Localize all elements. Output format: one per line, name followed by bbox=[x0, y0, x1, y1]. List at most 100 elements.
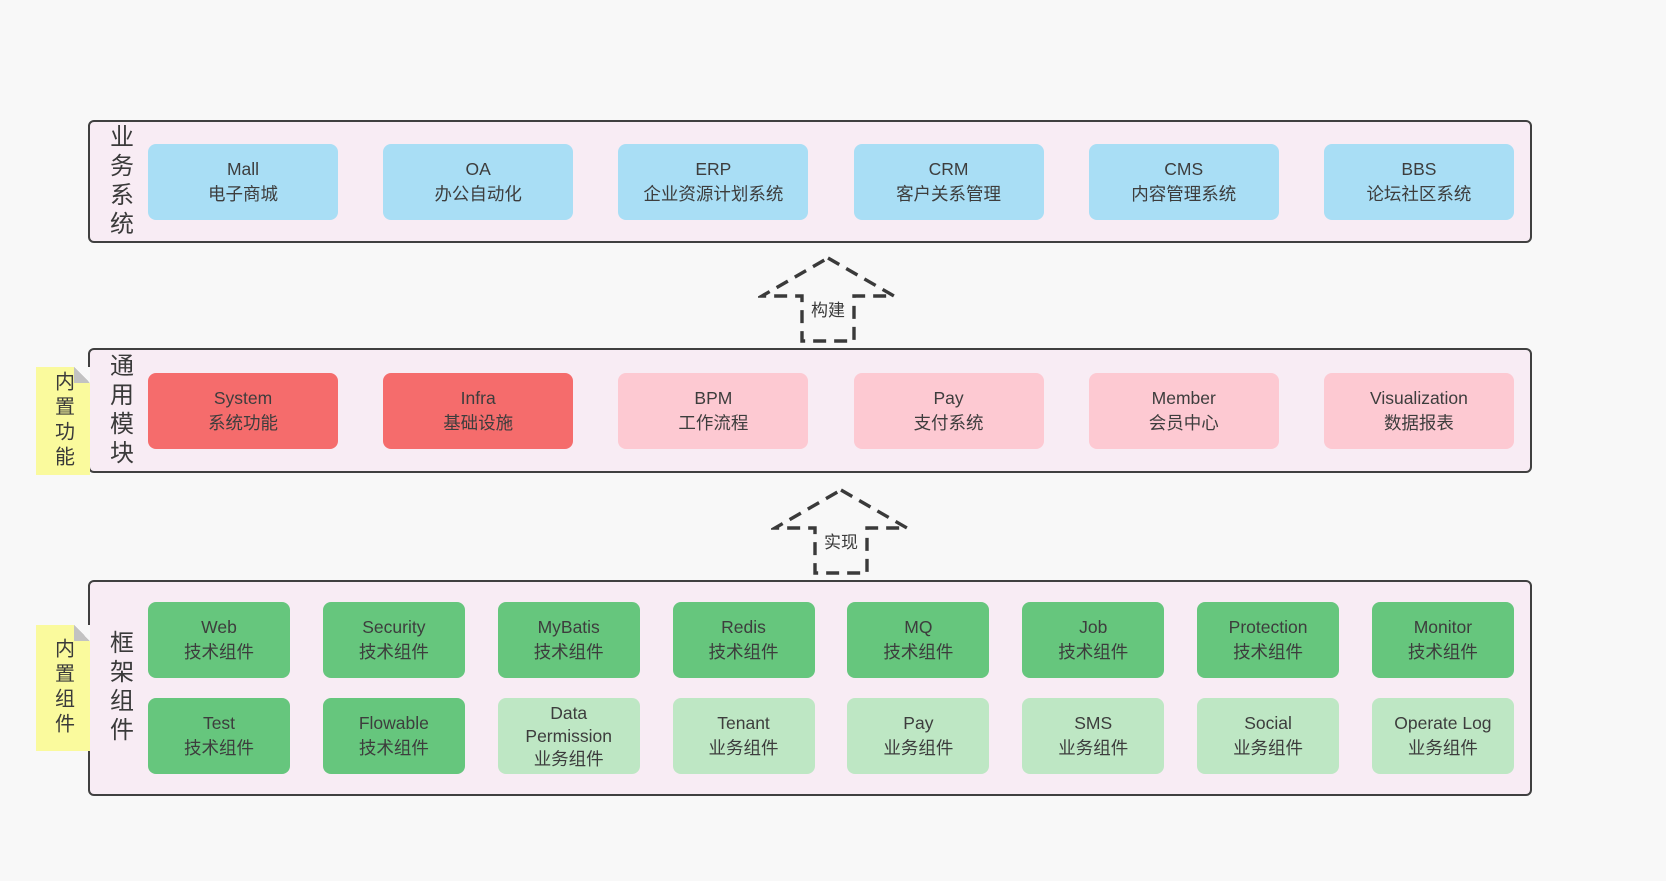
box-erp: ERP 企业资源计划系统 bbox=[618, 143, 809, 220]
box-web: Web 技术组件 bbox=[148, 602, 290, 678]
box-title-zh: 技术组件 bbox=[708, 642, 779, 662]
component-row-2: Test 技术组件 Flowable 技术组件 Data Permission … bbox=[148, 698, 1514, 774]
box-title-en: Job bbox=[1079, 617, 1108, 637]
box-flowable: Flowable 技术组件 bbox=[322, 698, 465, 774]
box-title-zh: 技术组件 bbox=[1407, 642, 1478, 662]
box-title-zh: 技术组件 bbox=[184, 738, 254, 758]
arrow-implement-label: 实现 bbox=[821, 528, 861, 553]
box-title-en: Data Permission bbox=[525, 702, 612, 746]
box-title-en: CRM bbox=[928, 158, 969, 179]
box-title-en: Pay bbox=[903, 713, 934, 733]
box-title-en: Test bbox=[202, 713, 236, 733]
box-cms: CMS 内容管理系统 bbox=[1088, 143, 1279, 220]
box-title-en: Social bbox=[1244, 713, 1292, 733]
box-mq: MQ 技术组件 bbox=[847, 602, 990, 678]
box-title-en: Flowable bbox=[358, 713, 429, 733]
box-member: Member 会员中心 bbox=[1088, 372, 1279, 449]
box-title-en: Pay bbox=[933, 387, 964, 408]
box-title-en: Redis bbox=[721, 617, 766, 637]
box-pay: Pay 支付系统 bbox=[853, 372, 1044, 449]
box-title-zh: 技术组件 bbox=[533, 642, 604, 662]
box-redis: Redis 技术组件 bbox=[672, 602, 815, 678]
box-title-en: MyBatis bbox=[537, 617, 600, 637]
box-title-zh: 业务组件 bbox=[1058, 738, 1129, 758]
box-title-zh: 办公自动化 bbox=[434, 183, 522, 204]
layer-label-text: 业务系统 bbox=[105, 123, 133, 240]
arrow-build-label: 构建 bbox=[808, 296, 848, 321]
box-title-zh: 支付系统 bbox=[913, 412, 984, 433]
box-title-en: Security bbox=[362, 617, 426, 637]
box-title-en: Protection bbox=[1228, 617, 1308, 637]
box-pay-component: Pay 业务组件 bbox=[847, 698, 990, 774]
layer-label-components: 框架组件 bbox=[90, 582, 148, 794]
box-title-zh: 基础设施 bbox=[443, 412, 514, 433]
box-title-en: SMS bbox=[1074, 713, 1113, 733]
arrow-build: 构建 bbox=[758, 254, 898, 344]
box-job: Job 技术组件 bbox=[1022, 602, 1165, 678]
box-title-zh: 系统功能 bbox=[208, 412, 278, 433]
arrow-implement: 实现 bbox=[771, 486, 911, 576]
sticky-built-in-features: 内置功能 bbox=[36, 367, 90, 475]
box-bpm: BPM 工作流程 bbox=[618, 372, 809, 449]
box-title-zh: 技术组件 bbox=[358, 738, 429, 758]
box-social: Social 业务组件 bbox=[1197, 698, 1340, 774]
box-test: Test 技术组件 bbox=[148, 698, 290, 774]
box-infra: Infra 基础设施 bbox=[383, 372, 574, 449]
layer-label-business: 业务系统 bbox=[90, 122, 148, 241]
box-title-en: MQ bbox=[904, 617, 933, 637]
box-title-en: Operate Log bbox=[1394, 713, 1492, 733]
box-title-zh: 内容管理系统 bbox=[1131, 183, 1237, 204]
box-visualization: Visualization 数据报表 bbox=[1323, 372, 1514, 449]
box-title-zh: 企业资源计划系统 bbox=[643, 183, 784, 204]
box-title-zh: 客户关系管理 bbox=[896, 183, 1002, 204]
box-title-zh: 技术组件 bbox=[1233, 642, 1304, 662]
box-title-zh: 工作流程 bbox=[678, 412, 749, 433]
box-title-zh: 电子商城 bbox=[208, 183, 278, 204]
box-title-en: Visualization bbox=[1369, 387, 1468, 408]
box-title-en: BBS bbox=[1401, 158, 1437, 179]
box-mall: Mall 电子商城 bbox=[148, 143, 338, 220]
box-title-en: Mall bbox=[226, 158, 260, 179]
box-title-en: Tenant bbox=[717, 713, 770, 733]
component-boxes-grid: Web 技术组件 Security 技术组件 MyBatis 技术组件 Redi… bbox=[148, 582, 1530, 794]
module-boxes-row: System 系统功能 Infra 基础设施 BPM 工作流程 Pay 支付系统… bbox=[148, 350, 1530, 471]
box-title-zh: 业务组件 bbox=[883, 738, 954, 758]
box-security: Security 技术组件 bbox=[322, 602, 465, 678]
box-title-en: Monitor bbox=[1413, 617, 1473, 637]
box-title-en: Web bbox=[201, 617, 237, 637]
layer-framework-components: 框架组件 Web 技术组件 Security 技术组件 MyBatis 技术组件… bbox=[88, 580, 1532, 796]
box-system: System 系统功能 bbox=[148, 372, 338, 449]
box-tenant: Tenant 业务组件 bbox=[672, 698, 815, 774]
box-title-zh: 业务组件 bbox=[533, 748, 604, 769]
box-title-zh: 技术组件 bbox=[358, 642, 429, 662]
box-title-zh: 业务组件 bbox=[1233, 738, 1304, 758]
box-title-en: Infra bbox=[460, 387, 496, 408]
box-title-zh: 会员中心 bbox=[1148, 412, 1219, 433]
folded-corner-icon bbox=[74, 625, 90, 641]
box-title-zh: 论坛社区系统 bbox=[1366, 183, 1472, 204]
box-title-zh: 业务组件 bbox=[708, 738, 779, 758]
sticky-text: 内置功能 bbox=[51, 371, 74, 471]
box-sms: SMS 业务组件 bbox=[1022, 698, 1165, 774]
box-title-en: BPM bbox=[694, 387, 733, 408]
box-title-zh: 技术组件 bbox=[883, 642, 954, 662]
layer-business-systems: 业务系统 Mall 电子商城 OA 办公自动化 ERP 企业资源计划系统 CRM… bbox=[88, 120, 1532, 243]
box-monitor: Monitor 技术组件 bbox=[1371, 602, 1514, 678]
box-title-en: ERP bbox=[695, 158, 732, 179]
box-title-en: CMS bbox=[1164, 158, 1204, 179]
box-crm: CRM 客户关系管理 bbox=[853, 143, 1044, 220]
box-title-en: OA bbox=[465, 158, 491, 179]
box-title-zh: 技术组件 bbox=[184, 642, 254, 662]
box-data-permission: Data Permission 业务组件 bbox=[497, 698, 640, 774]
box-mybatis: MyBatis 技术组件 bbox=[497, 602, 640, 678]
box-title-en: Member bbox=[1151, 387, 1216, 408]
sticky-built-in-components: 内置组件 bbox=[36, 625, 90, 751]
box-operate-log: Operate Log 业务组件 bbox=[1371, 698, 1514, 774]
box-oa: OA 办公自动化 bbox=[383, 143, 574, 220]
box-title-zh: 技术组件 bbox=[1058, 642, 1129, 662]
box-title-en: System bbox=[213, 387, 273, 408]
sticky-text: 内置组件 bbox=[51, 638, 74, 738]
layer-label-modules: 通用模块 bbox=[90, 350, 148, 471]
layer-label-text: 通用模块 bbox=[105, 352, 133, 469]
